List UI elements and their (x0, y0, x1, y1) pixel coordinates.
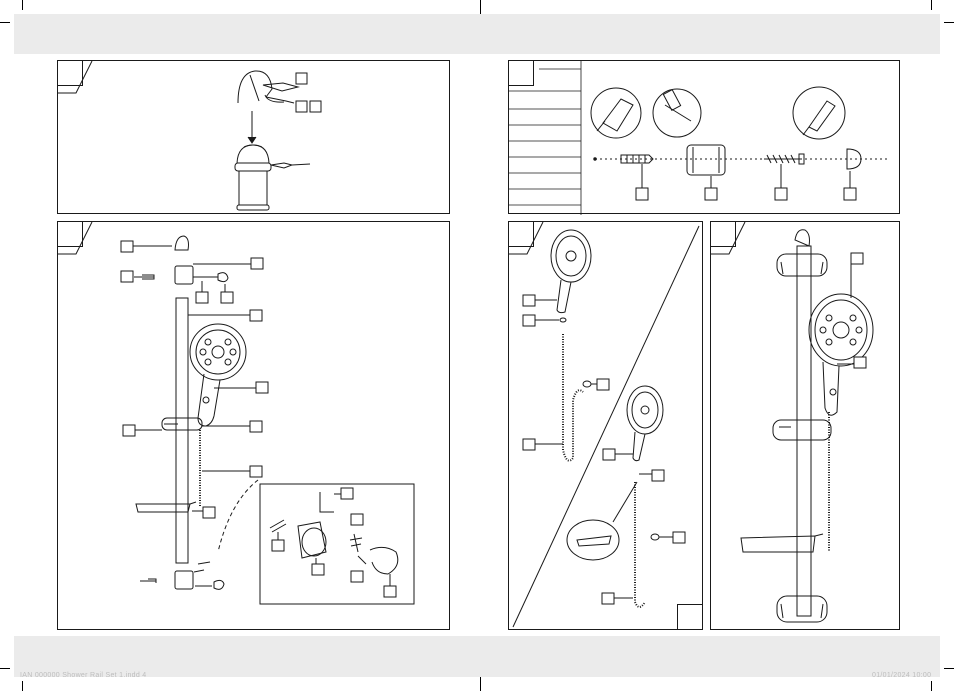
footer-date: 01/01/2024 10:00 (872, 672, 932, 679)
panel-1-step-tab (57, 60, 83, 86)
panel-5-step-tab (710, 221, 736, 247)
tile-wall (509, 61, 582, 215)
screw-icon (764, 153, 805, 165)
panel-3-illustration (58, 222, 415, 605)
panel-1-hand-shower-connection (57, 60, 450, 214)
bottom-color-band (14, 636, 940, 677)
soap-dish-icon (135, 501, 197, 513)
shower-head-icon (808, 293, 874, 416)
footer-file-info: IAN 000000 Shower Rail Set 1.indd 4 (20, 672, 147, 679)
panel-5-assembled-set (710, 221, 900, 630)
soap-dish-icon (740, 533, 824, 553)
panel-2-illustration (509, 61, 889, 215)
wall-bracket-icon (686, 144, 726, 176)
panel-3-step-tab (57, 221, 83, 247)
slider-holder-icon (772, 419, 832, 441)
shower-head-icon-bottom (626, 385, 664, 462)
cover-cap-icon (846, 148, 862, 170)
panel-2-step-tab (508, 60, 534, 86)
screwdriver-icon (792, 86, 846, 140)
wall-plug-icon (620, 154, 654, 164)
panel-4-step-tab (508, 221, 534, 247)
inset-detail-icon (269, 487, 399, 598)
shower-head-icon-top (550, 229, 592, 314)
panel-1-illustration (58, 61, 322, 211)
drill-icon (590, 87, 642, 139)
seal-detail-icon (566, 481, 638, 561)
panel-3-parts-overview (57, 221, 450, 630)
shower-rail-icon (796, 245, 812, 617)
panel-4-illustration (509, 222, 700, 628)
shower-head-icon (189, 323, 247, 427)
holder-assembly-icon (234, 144, 311, 211)
panel-2-wall-mounting (508, 60, 900, 215)
panel-4-hose-connection (508, 221, 703, 630)
slider-holder-icon (161, 417, 203, 431)
hose-icon (562, 334, 584, 462)
wall-bracket-icon-bottom (776, 595, 828, 623)
panel-4-step-tab-bottom (677, 604, 703, 630)
wall-bracket-icon-top (776, 253, 828, 277)
panel-5-illustration (711, 222, 874, 623)
hose-connector-icon (237, 70, 300, 104)
hammer-icon (652, 88, 702, 138)
top-color-band (14, 14, 940, 54)
